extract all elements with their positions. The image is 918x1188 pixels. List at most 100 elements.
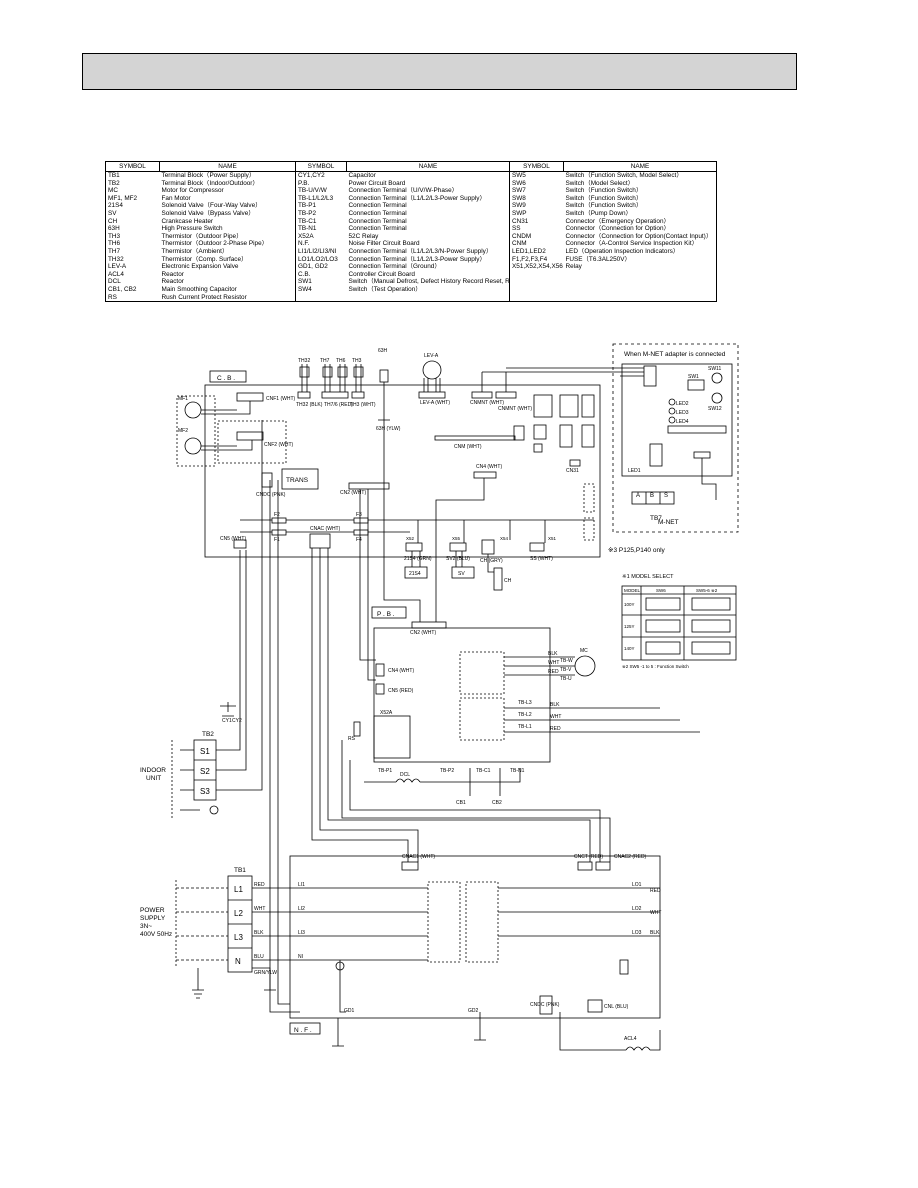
legend-symbol-cell — [509, 270, 564, 279]
tb-l1: TB-L1 — [518, 724, 532, 730]
indoor-ground-icon — [209, 805, 219, 815]
tb-l3: TB-L3 — [518, 700, 532, 706]
line-wire-wht: WHT — [550, 714, 561, 720]
legend-name-cell: Switch（Function Switch, Model Select） — [563, 171, 717, 180]
mc-label: MC — [580, 648, 588, 654]
legend-symbol-cell: TB2 — [105, 179, 160, 188]
sw6-setting-140y — [645, 641, 681, 655]
nf-li2: LI2 — [298, 906, 305, 912]
tb-u: TB-U — [560, 676, 572, 682]
mnet-cnd-connector — [649, 443, 663, 467]
tb1-l1: L1 — [234, 885, 243, 894]
line-wire-blk: BLK — [550, 702, 560, 708]
nf-label: N . F . — [294, 1027, 312, 1034]
sw4-switch[interactable] — [513, 425, 525, 441]
power-supply-3: 3N~ — [140, 923, 152, 930]
sw5-dip-switch[interactable] — [559, 394, 579, 418]
sw6-dip-switch[interactable] — [559, 424, 573, 448]
p125-note: ※3 P125,P140 only — [608, 547, 666, 554]
motor-wire-blk: BLK — [548, 651, 558, 657]
mnet-sw11-label: SW11 — [708, 366, 721, 372]
compressor-motor-mc-icon[interactable] — [574, 655, 596, 677]
legend-symbol-cell: SS — [509, 225, 564, 233]
relay-x51: X51 — [548, 536, 557, 541]
rectifier-module — [459, 697, 505, 741]
cnmnt-label-1: CNMNT (WHT) — [470, 400, 504, 406]
legend-symbol-cell: CNDM — [509, 232, 564, 241]
nf-li3: LI3 — [298, 930, 305, 936]
cnct-connector — [577, 861, 593, 871]
sensor-lev-a: LEV-A — [424, 353, 439, 359]
mnet-sw1-switch[interactable] — [687, 379, 705, 391]
legend-symbol-cell: TH32 — [105, 255, 160, 264]
model-footnote: ※2 SW5 -1 to 5 : Function Switch — [622, 664, 689, 669]
legend-symbol-cell — [509, 293, 564, 303]
transformer-box — [281, 468, 319, 490]
legend-name-cell: LED（Operation Inspection Indicators） — [563, 247, 717, 256]
legend-symbol-cell: C.B. — [295, 270, 347, 279]
mnet-sw11-rotary[interactable] — [711, 372, 723, 384]
mnet-sw12-label: SW12 — [708, 406, 722, 412]
pb-cn2-connector — [411, 621, 447, 629]
acl4-label: ACL4 — [624, 1036, 637, 1042]
th32-conn-label: TH32 (BLK) — [296, 402, 323, 408]
fuse-f4-label: F4 — [356, 537, 362, 543]
mnet-led3-label: LED3 — [676, 410, 689, 416]
fan-motor-mf2-icon — [184, 437, 202, 455]
sensor-th3: TH3 — [352, 358, 362, 364]
cn4-label: CN4 (WHT) — [476, 464, 502, 470]
noise-filter-board — [289, 855, 661, 1019]
cb-label-box — [209, 370, 247, 383]
legend-name-cell: Connector（A-Control Service Inspection K… — [563, 240, 717, 248]
legend-symbol-cell: X52A — [295, 232, 347, 241]
legend-symbol-cell: SV — [105, 209, 160, 218]
sw-dip-switch[interactable] — [581, 424, 595, 448]
tb1-wire-wht: WHT — [254, 906, 265, 912]
sw8-dip-switch[interactable] — [533, 394, 553, 418]
sv-coil-box — [451, 566, 475, 579]
nf-out-blk: BLK — [650, 930, 660, 936]
sw9-dip-switch[interactable] — [533, 424, 547, 440]
legend-symbol-cell: DCL — [105, 278, 160, 286]
sensor-th32: TH32 — [298, 358, 310, 364]
legend-name-cell: Switch（Function Switch） — [563, 187, 717, 195]
tb1-wire-blk: BLK — [254, 930, 264, 936]
relay-x52: X52 — [406, 536, 415, 541]
cy2-label: CY2 — [232, 718, 242, 724]
legend-name-cell: FUSE（T6.3AL250V） — [563, 255, 717, 264]
fan-motor-mf1-icon — [184, 401, 202, 419]
gd2-label: GD2 — [468, 1008, 479, 1014]
mnet-led1: LED1 — [628, 468, 641, 474]
sw6-setting-125y — [645, 619, 681, 633]
sw7-dip-switch[interactable] — [581, 394, 595, 418]
trans-label: TRANS — [286, 477, 309, 484]
cnmnt-label-2: CNMNT (WHT) — [498, 406, 532, 412]
tb-w: TB-W — [560, 658, 573, 664]
legend-symbol-cell: SW1 — [295, 278, 347, 286]
cnac1-label: CNAC1 (WHT) — [402, 854, 435, 860]
legend-symbol-cell — [295, 293, 347, 303]
model-col-model: MODEL — [624, 588, 641, 593]
dcl-reactor-icon — [395, 778, 421, 783]
legend-name-cell: Connector（Connection for Option） — [563, 225, 717, 233]
mnet-label: M-NET — [658, 519, 679, 526]
mnet-sw12-rotary[interactable] — [711, 392, 723, 404]
mnet-led2 — [668, 398, 676, 406]
nf-cndc-label: CNDC (PNK) — [530, 1002, 560, 1008]
pb-label: P . B . — [377, 611, 395, 618]
cndc-connector — [261, 472, 273, 488]
th6-sensor-icon — [337, 366, 348, 378]
legend-symbol-cell: CNM — [509, 240, 564, 248]
swp-switch[interactable] — [533, 443, 543, 453]
sw5-setting-140y — [691, 641, 731, 655]
nf-lo2: LO2 — [632, 906, 642, 912]
fuse-f1 — [271, 529, 287, 536]
tb2-s2: S2 — [200, 767, 210, 776]
nf-lo3: LO3 — [632, 930, 642, 936]
tb1-n: N — [235, 957, 241, 966]
